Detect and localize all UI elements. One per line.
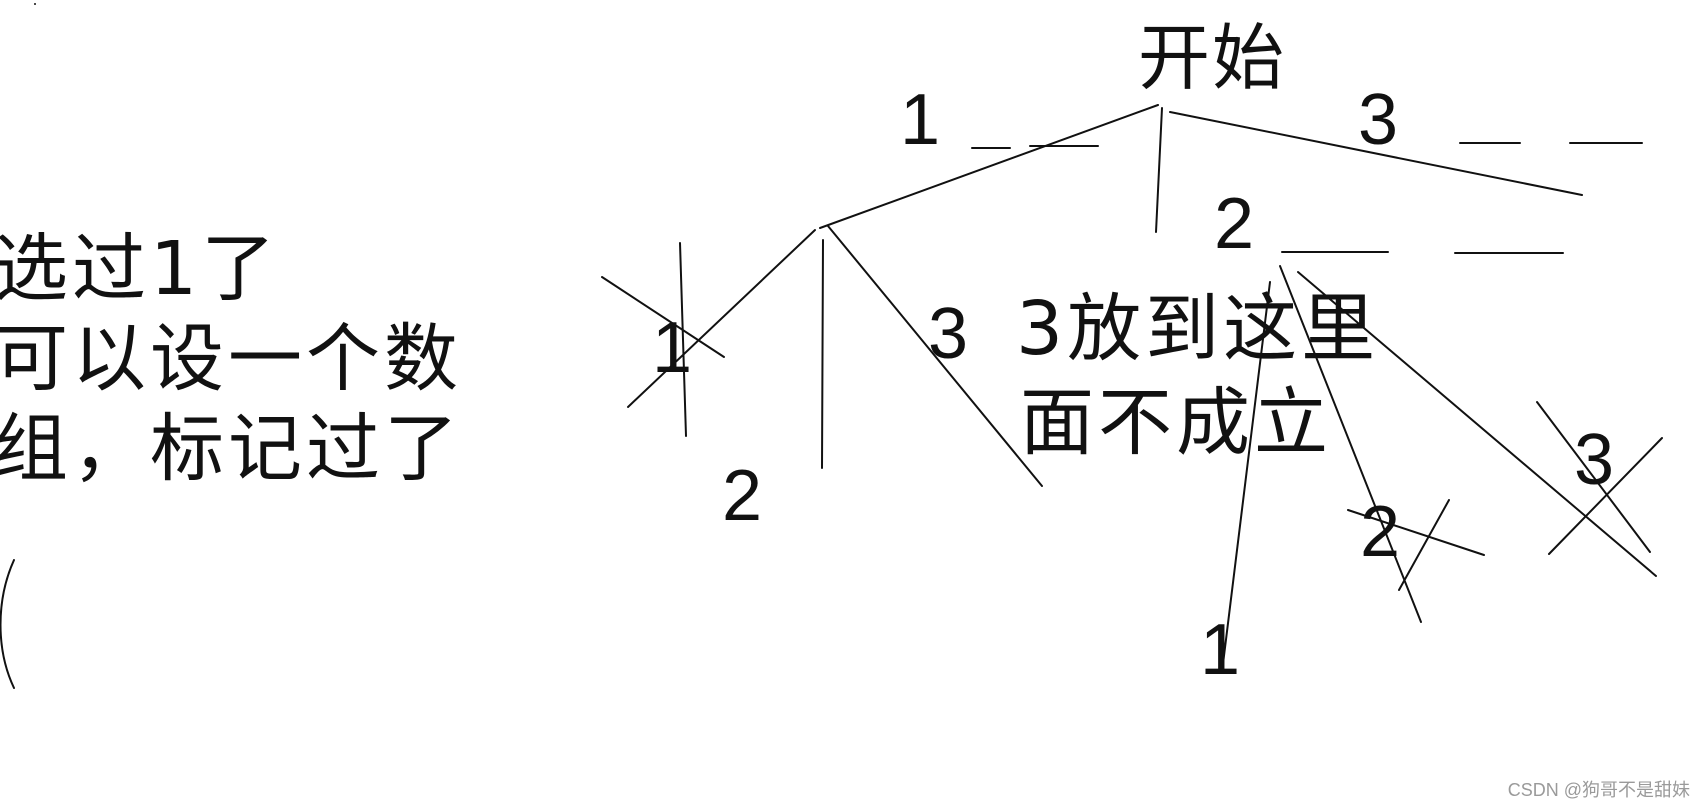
note-left-line1: 选过1了: [0, 226, 280, 312]
edge-root-to-2: [1155, 107, 1163, 233]
edge-1-to-3: [827, 225, 1043, 487]
under2-node-1: 1: [1200, 610, 1241, 690]
note-left-line2: 可以设一个数: [0, 316, 462, 402]
cross-1-a: [679, 242, 687, 437]
watermark: CSDN @狗哥不是甜妹: [1507, 780, 1690, 800]
level1-node-2: 2: [1214, 184, 1255, 264]
note-left-line3: 组，标记过了: [0, 406, 462, 492]
speck: [34, 3, 36, 5]
root-label: 开始: [1138, 16, 1287, 100]
edge-1-to-1: [627, 229, 816, 408]
under1-node-1: 1: [652, 308, 693, 388]
under1-node-2: 2: [722, 456, 763, 536]
level1-node-3: 3: [1358, 80, 1399, 160]
cross-2-a: [1347, 509, 1485, 556]
cross-1-b: [601, 276, 725, 358]
under2-node-3: 3: [1574, 420, 1615, 500]
level1-node-1: 1: [900, 80, 941, 160]
cross-3-a: [1536, 401, 1651, 553]
edge-2-to-3: [1297, 271, 1657, 577]
edge-root-to-3: [1169, 111, 1583, 196]
note-right-line2: 面不成立: [1020, 380, 1332, 466]
cross-3-b: [1548, 437, 1663, 555]
under1-node-3: 3: [928, 294, 969, 374]
edge-1-to-2: [821, 239, 824, 469]
under2-node-2: 2: [1360, 492, 1401, 572]
edge-root-to-1: [819, 104, 1159, 229]
left-bracket: [0, 559, 15, 689]
edge-2-to-1: [1221, 281, 1271, 673]
cross-2-b: [1398, 499, 1450, 591]
edge-2-to-2: [1279, 265, 1422, 623]
note-right-line1: 3放到这里: [1016, 286, 1380, 372]
